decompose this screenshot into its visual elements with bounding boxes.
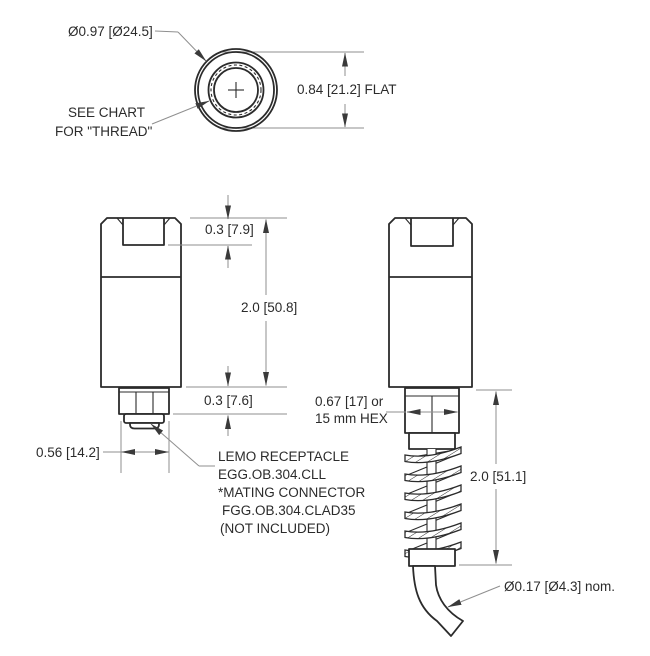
outer-diameter-circle — [194, 48, 278, 132]
side-view: 0.67 [17] or 15 mm HEX 2.0 [51.1] Ø0.17 … — [315, 217, 615, 637]
cap-height-dimension: 0.3 [7.9] — [205, 222, 254, 237]
outer-diameter-label: Ø0.97 [Ø24.5] — [68, 24, 153, 39]
strain-relief-collar-top — [408, 432, 456, 450]
flat-width-dimension: 0.84 [21.2] FLAT — [297, 82, 397, 97]
hex-size-line2: 15 mm HEX — [315, 411, 388, 426]
center-cross — [228, 82, 244, 98]
thread-note-line1: SEE CHART — [68, 105, 145, 120]
lemo-note-line3: *MATING CONNECTOR — [218, 485, 366, 500]
outer-diameter-leader-arrow — [177, 31, 207, 62]
front-body-outline — [100, 217, 182, 388]
bore-circle — [213, 67, 259, 113]
side-body-outline — [388, 217, 473, 388]
nut-height-dimension: 0.3 [7.6] — [204, 393, 253, 408]
thread-major-circle — [207, 61, 265, 119]
thread-note-leader-arrow — [151, 100, 210, 125]
top-view: 0.84 [21.2] FLAT Ø0.97 [Ø24.5] SEE CHART… — [55, 24, 397, 139]
cable-diameter-leader-arrow — [447, 585, 501, 608]
lemo-receptacle — [123, 413, 165, 424]
front-top-notch — [122, 218, 165, 246]
receptacle-width-dimension: 0.56 [14.2] — [36, 445, 100, 460]
strain-relief-collar-bottom — [408, 548, 456, 567]
body-height-dimension: 2.0 [50.8] — [241, 300, 297, 315]
strain-relief-spring — [404, 446, 462, 559]
hex-size-line1: 0.67 [17] or — [315, 394, 384, 409]
side-top-notch — [410, 218, 454, 247]
front-view: 0.3 [7.9] 2.0 [50.8] 0.3 [7.6] 0.56 [14.… — [36, 195, 366, 536]
lemo-note-line5: (NOT INCLUDED) — [220, 521, 330, 536]
chamfer-circle — [197, 51, 275, 129]
cable-diameter-label: Ø0.17 [Ø4.3] nom. — [504, 579, 615, 594]
lemo-note-line4: FGG.OB.304.CLAD35 — [222, 503, 356, 518]
thread-note-line2: FOR "THREAD" — [55, 124, 153, 139]
front-notch-chamfer-left — [116, 217, 124, 226]
cable — [412, 565, 464, 637]
lemo-note-line2: EGG.OB.304.CLL — [218, 467, 327, 482]
front-notch-chamfer-right — [163, 217, 171, 226]
strain-relief-length-dimension: 2.0 [51.1] — [470, 469, 526, 484]
lemo-note: LEMO RECEPTACLE EGG.OB.304.CLL *MATING C… — [218, 449, 366, 536]
thread-dashed-circle — [210, 64, 262, 116]
side-notch-chamfer-left — [404, 217, 412, 226]
outer-diameter-leader-h — [154, 30, 179, 33]
side-notch-chamfer-right — [452, 217, 460, 226]
lemo-note-leader-arrow — [150, 423, 200, 467]
lemo-note-line1: LEMO RECEPTACLE — [218, 449, 349, 464]
